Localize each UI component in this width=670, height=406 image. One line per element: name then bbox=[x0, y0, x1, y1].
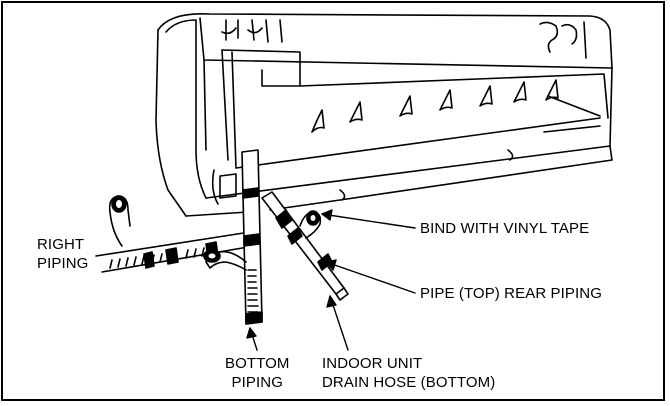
drain-hose-label-line1: INDOOR UNIT bbox=[322, 355, 423, 372]
leader-lines bbox=[246, 209, 416, 351]
right-piping bbox=[95, 195, 255, 273]
drain-hose-label: INDOOR UNIT DRAIN HOSE (BOTTOM) bbox=[322, 354, 495, 392]
right-piping-label-line1: RIGHT bbox=[37, 236, 85, 253]
bind-tape-label: BIND WITH VINYL TAPE bbox=[420, 220, 590, 237]
bottom-piping-label-line2: PIPING bbox=[231, 374, 283, 391]
pipe-rear-label: PIPE (TOP) REAR PIPING bbox=[420, 285, 602, 302]
bottom-piping-label: BOTTOM PIPING bbox=[225, 354, 290, 392]
right-piping-label-line2: PIPING bbox=[37, 255, 89, 272]
right-piping-label: RIGHT PIPING bbox=[37, 235, 88, 273]
bottom-piping bbox=[203, 149, 263, 325]
indoor-unit-body bbox=[155, 13, 613, 217]
bottom-piping-label-line1: BOTTOM bbox=[225, 355, 290, 372]
rear-piping bbox=[261, 191, 349, 301]
drain-hose-label-line2: DRAIN HOSE (BOTTOM) bbox=[322, 374, 496, 391]
